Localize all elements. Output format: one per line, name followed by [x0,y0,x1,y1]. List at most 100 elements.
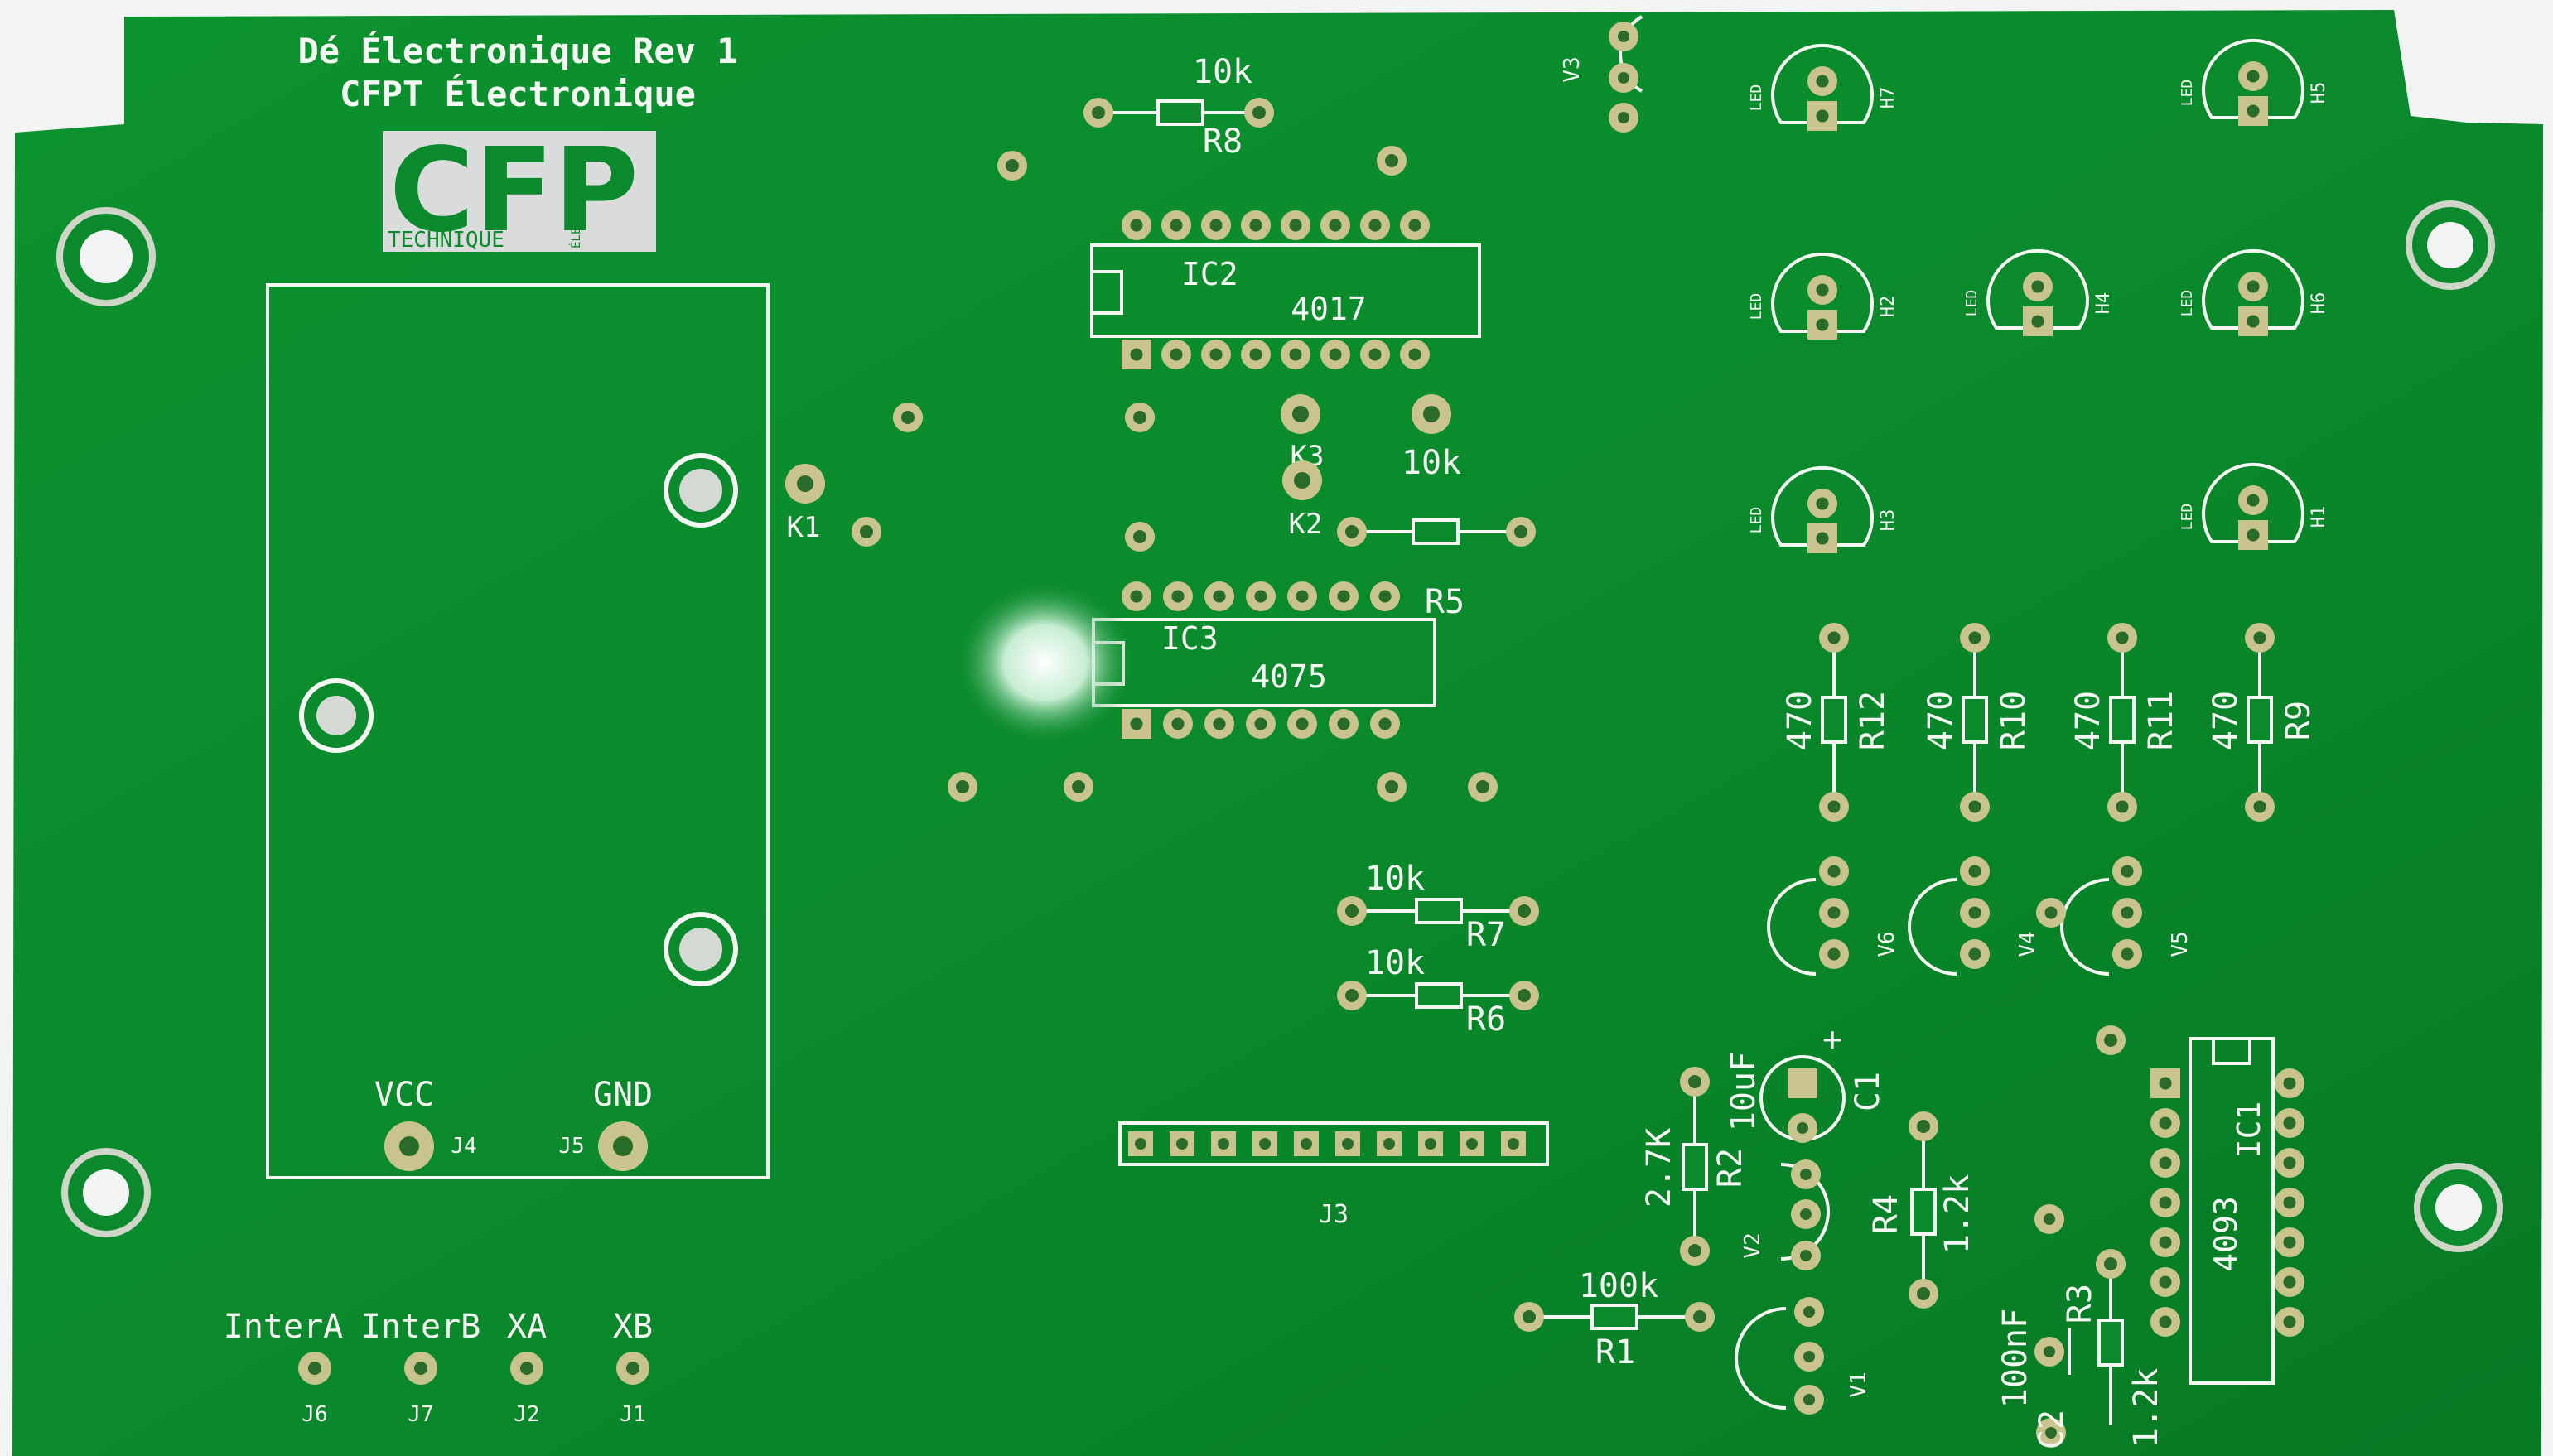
pad [2150,1307,2180,1337]
resistor-r7 [1337,896,1539,926]
pad [1807,523,1837,553]
pad [2275,1307,2304,1337]
ic2-footprint [1090,243,1481,338]
logo-letters: CFP [389,123,639,258]
c2-label: C2 [2033,1410,2071,1449]
pad [1204,709,1234,739]
pad-j1 [616,1352,649,1385]
ic1-label: IC1 [2231,1102,2267,1159]
transistor-v2 [1780,1159,1830,1270]
v5-label: V5 [2168,931,2193,957]
resistor-r4 [1909,1111,1938,1309]
pad [1125,522,1155,552]
ic3-label: IC3 [1161,620,1219,657]
transistor-v4: V4 [1908,856,2040,976]
pad [1122,340,1151,369]
pad [2275,1068,2304,1098]
v3-label: V3 [1560,56,1585,82]
pad [2238,61,2268,91]
pad [1819,623,1849,653]
led-silk-label: LED [1963,290,1981,317]
pad [2112,939,2142,969]
r7-value: 10k [1365,860,1425,898]
pad [1960,623,1990,653]
r3-label: R3 [2061,1284,2099,1323]
pad-k1 [785,464,825,504]
h7-label: H7 [1878,87,1899,109]
j7-label: J7 [408,1402,433,1427]
pad [1400,340,1430,369]
h4-label: H4 [2093,292,2114,315]
led-silk-label: LED [2179,80,2196,107]
pad [1320,210,1350,240]
r4-label: R4 [1867,1194,1905,1234]
v6-label: V6 [1875,931,1899,957]
pad [1287,709,1317,739]
vcc-label: VCC [374,1076,434,1114]
transistor-v5: V5 [2060,856,2193,976]
h2-label: H2 [1878,296,1899,318]
ic1-pins-left [2150,1068,2180,1337]
pad [1807,66,1837,96]
r11-label: R11 [2142,691,2180,750]
battery-holder-holes [299,453,738,986]
resistor-r8 [1083,98,1274,128]
pad [1819,898,1849,928]
r10-value: 470 [1922,691,1960,750]
pad [1241,210,1271,240]
pad [997,151,1027,181]
header-pin [1501,1131,1526,1156]
c1-plus: + [1822,1020,1842,1058]
ic1-footprint [2189,1037,2275,1385]
h3-label: H3 [1878,509,1899,532]
pad [852,517,881,547]
ic1-part: 4093 [2208,1196,2244,1272]
pad [2112,898,2142,928]
pad [1377,146,1407,176]
pad-k3 [1281,394,1320,434]
pad [2150,1068,2180,1098]
cfpt-logo: CFP TECHNIQUE ÉLECTRONIQUE [383,123,656,258]
pad [2238,272,2268,301]
pad [2112,856,2142,886]
pad [2275,1108,2304,1138]
pad [1163,581,1193,611]
r7-label: R7 [1466,916,1506,954]
pad [2107,792,2137,822]
resistor-r5 [1337,517,1536,547]
j4-label: J4 [451,1134,476,1159]
intera-label: InterA [224,1308,344,1346]
h6-label: H6 [2309,292,2329,315]
pad [1960,898,1990,928]
pad [893,403,923,432]
r6-label: R6 [1466,1000,1506,1039]
pad [1819,856,1849,886]
pad [1807,275,1837,305]
pad [1064,772,1093,802]
transistor-v1 [1735,1297,1824,1415]
pad [1201,340,1231,369]
ic2-label: IC2 [1181,256,1238,292]
r5-label: R5 [1425,583,1465,621]
pad [1377,772,1407,802]
pad-j5 [598,1121,648,1171]
r11-value: 470 [2069,691,2107,750]
pad [2096,1025,2126,1055]
k2-label: K2 [1289,508,1323,541]
pad [2245,623,2275,653]
pad [1204,581,1234,611]
pad [1281,210,1310,240]
pad [2150,1267,2180,1297]
transistor-v3 [1609,15,1643,133]
pad [1163,709,1193,739]
r6-value: 10k [1365,944,1425,982]
v1-label: V1 [1846,1372,1871,1397]
pad [1370,581,1400,611]
c2-value: 100nF [1996,1309,2034,1408]
